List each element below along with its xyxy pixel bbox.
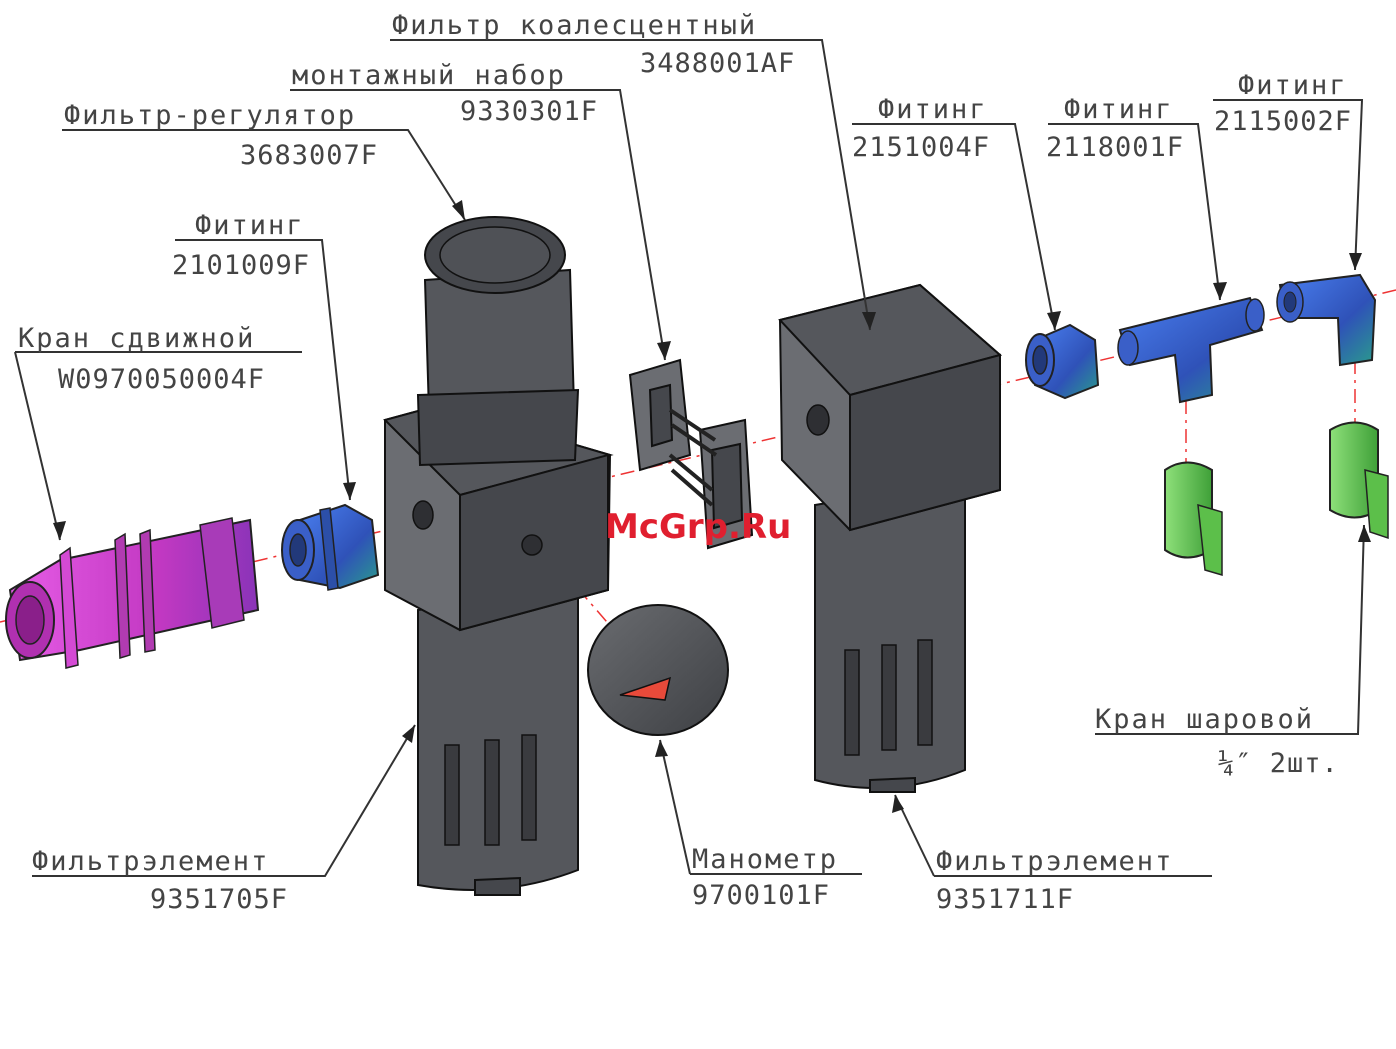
- slide-valve-name: Кран сдвижной: [18, 323, 255, 354]
- filter-element-right-code: 9351711F: [936, 884, 1074, 915]
- fitting-1-name: Фитинг: [878, 94, 988, 125]
- manometer-part: [588, 605, 728, 735]
- fitting-left-name: Фитинг: [195, 210, 305, 241]
- filter-element-right-name: Фильтрэлемент: [936, 846, 1173, 877]
- fitting-1-code: 2151004F: [852, 132, 990, 163]
- filter-regulator-code: 3683007F: [240, 140, 378, 171]
- ball-valve-name: Кран шаровой: [1095, 704, 1314, 735]
- callout-fitting-3: Фитинг 2115002F: [1214, 70, 1352, 137]
- filter-element-left-name: Фильтрэлемент: [32, 846, 269, 877]
- callout-fitting-2: Фитинг 2118001F: [1046, 94, 1184, 163]
- callout-fitting-1: Фитинг 2151004F: [852, 94, 990, 163]
- callout-slide-valve: Кран сдвижной W0970050004F: [18, 323, 265, 395]
- slide-valve-code: W0970050004F: [58, 364, 265, 395]
- filter-regulator-name: Фильтр-регулятор: [64, 100, 356, 131]
- callout-ball-valve: Кран шаровой ¼″ 2шт.: [1095, 704, 1339, 779]
- fitting-3-code: 2115002F: [1214, 106, 1352, 137]
- mounting-kit-code: 9330301F: [460, 96, 598, 127]
- callout-filter-element-right: Фильтрэлемент 9351711F: [936, 846, 1173, 915]
- filter-element-left-code: 9351705F: [150, 884, 288, 915]
- manometer-name: Манометр: [692, 844, 838, 875]
- ball-valve-code: ¼″ 2шт.: [1218, 748, 1339, 779]
- fitting-2118001F-part: [1118, 298, 1264, 402]
- coalescent-filter-code: 3488001AF: [640, 48, 795, 79]
- fitting-left-part: [282, 505, 378, 590]
- callout-filter-regulator: Фильтр-регулятор 3683007F: [64, 100, 378, 171]
- callout-manometer: Манометр 9700101F: [692, 844, 838, 911]
- filter-regulator-part: [385, 217, 610, 895]
- fitting-2-code: 2118001F: [1046, 132, 1184, 163]
- callout-filter-element-left: Фильтрэлемент 9351705F: [32, 846, 288, 915]
- callout-fitting-left: Фитинг 2101009F: [172, 210, 310, 281]
- fitting-3-name: Фитинг: [1238, 70, 1348, 101]
- fitting-2151004F-part: [1026, 325, 1098, 398]
- ball-valve-part-2: [1330, 423, 1388, 539]
- mounting-kit-name: монтажный набор: [292, 60, 566, 91]
- fitting-2115002F-part: [1277, 275, 1375, 365]
- ball-valve-part-1: [1165, 463, 1222, 576]
- manometer-code: 9700101F: [692, 880, 830, 911]
- fitting-left-code: 2101009F: [172, 250, 310, 281]
- fitting-2-name: Фитинг: [1064, 94, 1174, 125]
- slide-valve-part: [6, 518, 258, 668]
- coalescent-filter-part: [780, 285, 1000, 792]
- coalescent-filter-name: Фильтр коалесцентный: [392, 10, 757, 41]
- watermark: McGrp.Ru: [605, 507, 791, 547]
